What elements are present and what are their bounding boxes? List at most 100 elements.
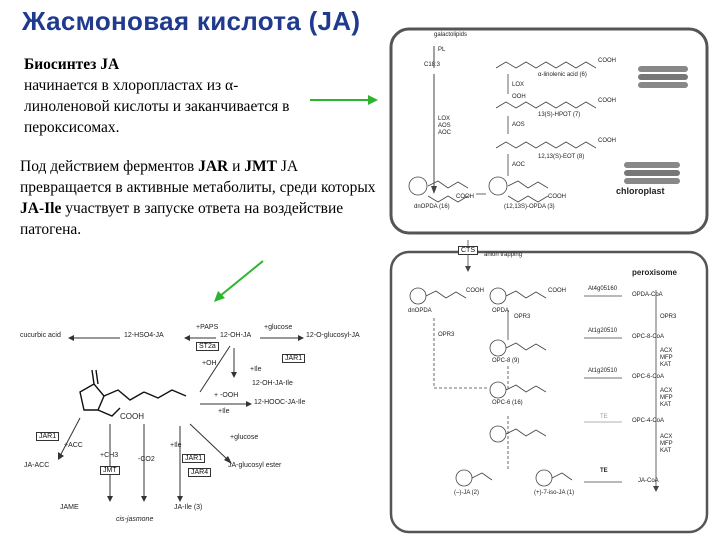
metabolism-arrows	[58, 335, 304, 502]
oh-ja-label: 12-OH-JA	[220, 332, 252, 339]
c183-label: C18:3	[424, 62, 441, 68]
kat-label-2: KAT	[660, 402, 672, 408]
green-arrow-right	[310, 95, 378, 105]
cooh-p-1: COOH	[466, 288, 484, 294]
kat-label-1: KAT	[660, 362, 672, 368]
minus-ja-label: (–)-JA (2)	[454, 490, 480, 496]
plus-ja-label: (+)-7-iso-JA (1)	[534, 490, 575, 496]
opr3-label-mid: OPR3	[514, 314, 531, 320]
page-title: Жасмоновая кислота (JA)	[22, 6, 361, 36]
ja-coa-label: JA-CoA	[638, 478, 659, 484]
opc8-coa-label: OPC-8-CoA	[632, 334, 665, 340]
beta-ox-3: ACX MFP KAT	[660, 434, 673, 455]
biosynthesis-paragraph: Биосинтез JA начинается в хлоропластах и…	[24, 54, 324, 138]
chloroplast-label: chloroplast	[616, 186, 665, 196]
plus-ch3-label: +CH3	[100, 452, 119, 459]
peroxisome-diagram: CTS anion trapping peroxisome COOH COOH …	[388, 238, 710, 536]
cis-jasmone-label: cis-jasmone	[116, 516, 154, 523]
jar1-enzyme-left: JAR1	[36, 432, 60, 441]
beta-ox-2: ACX MFP KAT	[660, 388, 673, 409]
lox-label: LOX	[512, 82, 525, 88]
aos-label: AOS	[512, 122, 525, 128]
cooh-label-1: COOH	[598, 58, 616, 64]
opc6-coa-label: OPC-6-CoA	[632, 374, 665, 380]
eot-label: 12,13(S)-EOT (8)	[538, 154, 585, 160]
jame-label: JAME	[60, 504, 79, 511]
p-opda-label: OPDA	[492, 308, 510, 314]
cooh-label-4: COOH	[456, 194, 474, 200]
jar4-enzyme: JAR4	[188, 468, 212, 477]
cooh-p-2: COOH	[548, 288, 566, 294]
opc4-coa-label: OPC-4-CoA	[632, 418, 665, 424]
metabolites-paragraph: Под действием ферментов JAR и JMT JA пре…	[20, 156, 390, 240]
oh-ja-ile-label: 12-OH-JA-Ile	[252, 380, 293, 387]
pl-label: PL	[438, 47, 446, 53]
ja-metabolism-diagram: cucurbic acid 12-HSO4-JA +PAPS ST2a 12-O…	[20, 312, 368, 526]
peroxisome-label: peroxisome	[632, 268, 677, 277]
opc6-label: OPC-6 (16)	[492, 400, 523, 406]
at-label-2: At1g20510	[588, 328, 618, 334]
ja-ile-label: JA-Ile (3)	[174, 504, 203, 511]
mfp-label-1: MFP	[660, 355, 673, 361]
metabolites-text-4: участвует в запуске ответа на воздействи…	[20, 200, 344, 238]
glucose-label-2: +glucose	[230, 434, 259, 441]
metabolites-text-1: Под действием ферментов	[20, 158, 199, 175]
cooh-label-5: COOH	[548, 194, 566, 200]
te-label: TE	[600, 468, 608, 474]
mfp-label-3: MFP	[660, 441, 673, 447]
cooh-label-3: COOH	[598, 138, 616, 144]
lox-aos-aoc-label: LOX AOS AOC	[438, 116, 451, 137]
chloroplast-diagram: galactolipids PL C18:3 COOH α-linolenic …	[388, 26, 710, 238]
st2a-enzyme: ST2a	[196, 342, 219, 351]
enzyme-jmt: JMT	[244, 158, 277, 175]
o-glucosyl-ja-label: 12-O-glucosyl-JA	[306, 332, 360, 339]
dnopda-label: dnOPDA (16)	[414, 204, 450, 210]
metabolite-ja-ile: JA-Ile	[20, 200, 62, 217]
te-label-grey: TE	[600, 414, 608, 420]
mfp-label-2: MFP	[660, 395, 673, 401]
opda-coa-label: OPDA-CoA	[632, 292, 663, 298]
opr3-label-left: OPR3	[438, 332, 455, 338]
cucurbic-acid-label: cucurbic acid	[20, 332, 61, 339]
plus-acc-label: +ACC	[64, 442, 83, 449]
peroxisome-frame	[389, 240, 709, 534]
plus-ile-label-2: +Ile	[218, 408, 230, 415]
jmt-enzyme: JMT	[100, 466, 120, 475]
lox-aos-aoc-line-1: LOX	[438, 116, 451, 122]
jar1-enzyme-top: JAR1	[282, 354, 306, 363]
acx-label-3: ACX	[660, 434, 673, 440]
plus-ile-label-1: +Ile	[250, 366, 262, 373]
paps-label: +PAPS	[196, 324, 219, 331]
opda-label: (12,13S)-OPDA (3)	[504, 204, 555, 210]
glucose-label-1: +glucose	[264, 324, 293, 331]
cooh-label-ja: COOH	[120, 412, 144, 421]
chloroplast-icon	[624, 66, 688, 184]
jasmonic-acid-structure	[79, 369, 187, 417]
plus-ile-label-3: +Ile	[170, 442, 182, 449]
chloroplast-frame	[389, 27, 709, 235]
beta-ox-1: ACX MFP KAT	[660, 348, 673, 369]
at-label-3: At1g20510	[588, 368, 618, 374]
aoc-label: AOC	[512, 162, 526, 168]
kat-label-3: KAT	[660, 448, 672, 454]
lox-aos-aoc-line-3: AOC	[438, 130, 452, 136]
acx-label-1: ACX	[660, 348, 673, 354]
plus-oh-label: +OH	[202, 360, 217, 367]
metabolites-text-2: и	[228, 158, 245, 175]
acx-label-2: ACX	[660, 388, 673, 394]
hooc-ja-ile-label: 12-HOOC-JA-Ile	[254, 399, 306, 406]
anion-trapping-label: anion trapping	[484, 252, 523, 258]
enzyme-jar: JAR	[198, 158, 229, 175]
opc8-label: OPC-8 (9)	[492, 358, 520, 364]
ooh-label: OOH	[512, 94, 526, 100]
hpot-label: 13(S)-HPOT (7)	[538, 112, 581, 118]
cts-transporter: CTS	[458, 246, 478, 255]
biosynthesis-heading: Биосинтез JA	[24, 56, 120, 73]
jar1-enzyme-mid: JAR1	[182, 454, 206, 463]
p-dnopda-label: dnOPDA	[408, 308, 432, 314]
at-label-1: At4g05160	[588, 286, 618, 292]
ja-acc-label: JA-ACC	[24, 462, 50, 469]
cooh-label-2: COOH	[598, 98, 616, 104]
plus-ooh-label: + -OOH	[214, 392, 239, 399]
minus-co2-label: -CO2	[138, 456, 155, 463]
